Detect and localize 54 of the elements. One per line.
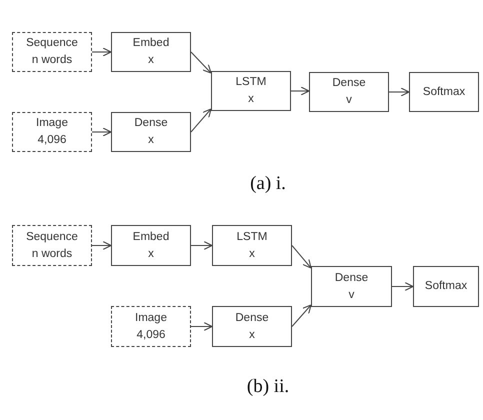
input-box (12, 225, 92, 266)
arrow (190, 322, 213, 332)
node-label: n words (32, 246, 72, 262)
layer-box (111, 112, 191, 152)
layer-box (111, 32, 191, 72)
arrow (92, 240, 112, 250)
node-label: Image (135, 310, 167, 326)
layer-box (111, 225, 191, 266)
node-label: Softmax (424, 279, 468, 294)
layer-box (309, 72, 389, 112)
node-label: v (348, 288, 354, 302)
node-label: x (148, 53, 154, 68)
input-box (111, 306, 191, 347)
node-label: Sequence (26, 230, 78, 244)
arrow (92, 127, 112, 137)
node-label: LSTM (236, 75, 266, 90)
node-label: x (248, 92, 254, 107)
layer-box (211, 71, 291, 111)
node-label: v (346, 93, 352, 108)
node-label: Softmax (422, 84, 466, 100)
subfigure-caption: (b) ii. (246, 376, 290, 398)
node-label: 4,096 (38, 133, 66, 148)
node-label: Embed (132, 230, 170, 244)
arrow (190, 240, 213, 250)
arrow (190, 108, 212, 132)
node-label: x (249, 246, 255, 262)
node-label: Embed (132, 36, 170, 51)
arrow (392, 282, 414, 292)
node-label: Dense (332, 76, 366, 91)
arrow (388, 87, 410, 97)
node-label: Dense (334, 270, 368, 286)
layer-box (311, 266, 392, 307)
node-label: LSTM (236, 230, 268, 244)
input-box (12, 112, 92, 152)
node-label: Dense (134, 116, 168, 131)
node-label: Sequence (26, 36, 78, 51)
node-label: x (249, 328, 255, 342)
node-label: 4,096 (136, 328, 166, 342)
layer-box (413, 266, 479, 307)
arrow (290, 86, 310, 96)
layer-box (212, 306, 292, 347)
input-box (12, 32, 92, 72)
node-label: Image (36, 116, 68, 131)
node-label: x (148, 246, 154, 262)
layer-box (409, 72, 479, 112)
arrow (92, 47, 112, 57)
node-label: n words (32, 53, 72, 68)
layer-box (212, 225, 292, 266)
node-label: Dense (235, 310, 269, 326)
arrow (292, 304, 312, 327)
arrow (190, 52, 212, 74)
subfigure-caption: (a) i. (250, 173, 286, 195)
arrow (292, 245, 312, 269)
node-label: x (148, 133, 154, 148)
